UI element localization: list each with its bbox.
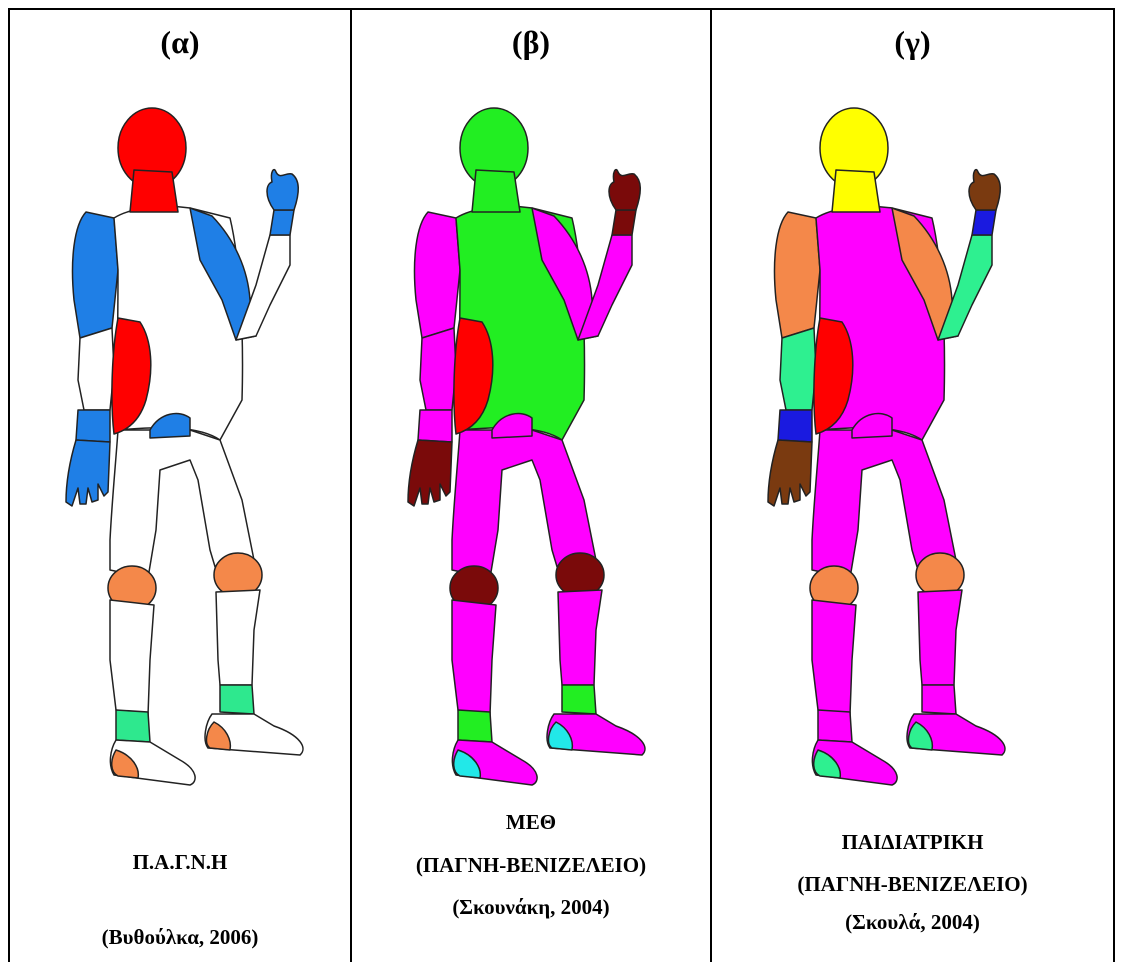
caption-line3: (Σκουνάκη, 2004) xyxy=(352,895,710,920)
hand-front-region xyxy=(609,170,640,210)
hand-back-region xyxy=(66,440,110,506)
caption-line2: (ΠΑΓΝΗ-ΒΕΝΙΖΕΛΕΙΟ) xyxy=(712,872,1113,897)
head-region xyxy=(472,170,520,212)
shin-region xyxy=(812,600,856,715)
body-map-svg xyxy=(732,100,1032,800)
panel-a: (α) Π.Α.Γ.Ν.Η (Βυθούλκα, 2006) xyxy=(10,10,350,962)
wrist-front-region xyxy=(972,210,996,235)
shin-region xyxy=(918,590,962,685)
ankle-region xyxy=(922,685,956,714)
hand-back-region xyxy=(408,440,452,506)
upper-arm-back-region xyxy=(73,212,119,338)
ankle-region xyxy=(116,710,150,742)
forearm-back-region xyxy=(420,328,456,410)
shin-region xyxy=(216,590,260,685)
ankle-region xyxy=(818,710,852,742)
caption-line2: (ΠΑΓΝΗ-ΒΕΝΙΖΕΛΕΙΟ) xyxy=(352,853,710,878)
forearm-back-region xyxy=(780,328,816,410)
hand-back-region xyxy=(768,440,812,506)
upper-arm-back-region xyxy=(415,212,461,338)
body-map-svg xyxy=(372,100,672,800)
head-region xyxy=(130,170,178,212)
ankle-region xyxy=(562,685,596,714)
body-figure xyxy=(732,100,1032,805)
caption-line1: Π.Α.Γ.Ν.Η xyxy=(10,850,350,875)
wrist-back-region xyxy=(76,410,110,442)
body-figure xyxy=(30,100,330,805)
panel-title: (γ) xyxy=(712,24,1113,61)
wrist-front-region xyxy=(612,210,636,235)
body-figure xyxy=(372,100,672,805)
caption-line3: (Σκουλά, 2004) xyxy=(712,910,1113,935)
hand-front-region xyxy=(969,170,1000,210)
upper-arm-back-region xyxy=(775,212,821,338)
panel-b: (β) ΜΕΘ (ΠΑΓΝΗ-ΒΕΝΙΖΕΛΕΙΟ) (Σκουνάκη, 20… xyxy=(352,10,710,962)
wrist-back-region xyxy=(418,410,452,442)
caption-line3: (Βυθούλκα, 2006) xyxy=(10,925,350,950)
body-map-svg xyxy=(30,100,330,800)
head-region xyxy=(832,170,880,212)
shin-region xyxy=(558,590,602,685)
ankle-region xyxy=(220,685,254,714)
wrist-back-region xyxy=(778,410,812,442)
wrist-front-region xyxy=(270,210,294,235)
forearm-back-region xyxy=(78,328,114,410)
ankle-region xyxy=(458,710,492,742)
shin-region xyxy=(452,600,496,715)
caption-line1: ΜΕΘ xyxy=(352,810,710,835)
shin-region xyxy=(110,600,154,715)
hand-front-region xyxy=(267,170,298,210)
panel-c: (γ) ΠΑΙΔΙΑΤΡΙΚΗ (ΠΑΓΝΗ-ΒΕΝΙΖΕΛΕΙΟ) (Σκου… xyxy=(712,10,1113,962)
panel-title: (α) xyxy=(10,24,350,61)
panel-title: (β) xyxy=(352,24,710,61)
caption-line1: ΠΑΙΔΙΑΤΡΙΚΗ xyxy=(712,830,1113,855)
